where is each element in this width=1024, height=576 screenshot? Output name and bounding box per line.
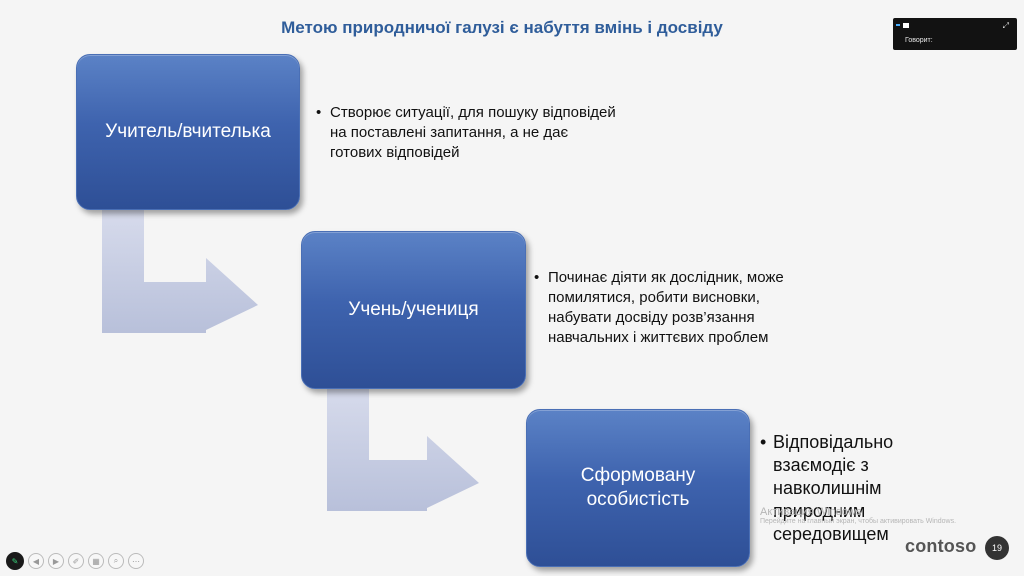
step-bullet-student: • Починає діяти як дослідник, може помил…: [534, 268, 824, 348]
pen-tool-icon[interactable]: ✐: [68, 553, 84, 569]
bullet-text: Починає діяти як дослідник, може помилят…: [548, 269, 784, 346]
expand-icon[interactable]: ⤢: [1002, 21, 1009, 30]
activation-title: Активация Windows: [760, 506, 862, 518]
zoom-icon[interactable]: ⌕: [108, 553, 124, 569]
brand-logo: contoso: [905, 536, 977, 556]
slides-icon[interactable]: ▦: [88, 553, 104, 569]
activation-hint: Перейдите на главный экран, чтобы активи…: [760, 518, 957, 525]
step-bullet-personality: • Відповідально взаємодіє з навколишнім …: [760, 431, 905, 546]
bullet-text: Відповідально взаємодіє з навколишнім пр…: [773, 432, 894, 544]
next-icon[interactable]: ▶: [48, 553, 64, 569]
prev-icon[interactable]: ◀: [28, 553, 44, 569]
pen-icon[interactable]: ✎: [6, 552, 24, 570]
minimize-icon[interactable]: [896, 24, 900, 26]
recording-panel[interactable]: ⤢ Говорит:: [893, 18, 1017, 50]
step-label: Учень/учениця: [348, 299, 479, 320]
more-icon[interactable]: ⋯: [128, 553, 144, 569]
step-box-teacher: Учитель/вчителька: [76, 54, 300, 210]
speaker-status: Говорит:: [905, 37, 933, 44]
bullet-icon: •: [534, 269, 540, 286]
step-bullet-teacher: • Створює ситуації, для пошуку відповіде…: [316, 103, 616, 163]
step-label: Учитель/вчителька: [105, 121, 271, 142]
bullet-icon: •: [316, 104, 322, 121]
step-label: Сформовану особистість: [580, 465, 696, 510]
arrow-1: [102, 200, 258, 333]
slide-title: Метою природничої галузі є набуття вмінь…: [281, 18, 723, 37]
step-box-student: Учень/учениця: [301, 231, 526, 389]
arrow-2: [327, 378, 479, 511]
presenter-toolbar: ✎ ◀ ▶ ✐ ▦ ⌕ ⋯: [6, 551, 144, 571]
bullet-text: Створює ситуації, для пошуку відповідей …: [330, 104, 616, 161]
screen-icon: [903, 23, 909, 28]
step-box-personality: Сформовану особистість: [526, 409, 750, 567]
page-number: 19: [985, 536, 1009, 560]
bullet-icon: •: [760, 432, 767, 452]
